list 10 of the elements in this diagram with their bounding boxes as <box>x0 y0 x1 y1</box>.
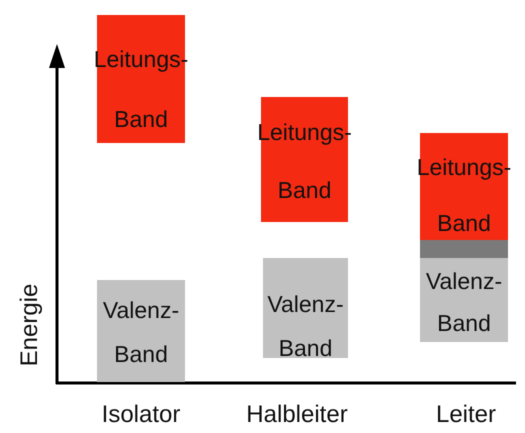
category-label: Halbleiter <box>246 401 348 429</box>
category-label: Isolator <box>102 401 180 429</box>
band-label: Valenz- Band <box>102 296 180 369</box>
band-label: Valenz- Band <box>266 290 345 363</box>
axis-label: Energie <box>16 284 44 366</box>
valence-band <box>420 240 508 342</box>
band-label: Valenz- Band <box>424 267 504 338</box>
category-label: Leiter <box>436 401 496 429</box>
valence-band <box>97 280 185 382</box>
valence-band <box>263 258 348 358</box>
